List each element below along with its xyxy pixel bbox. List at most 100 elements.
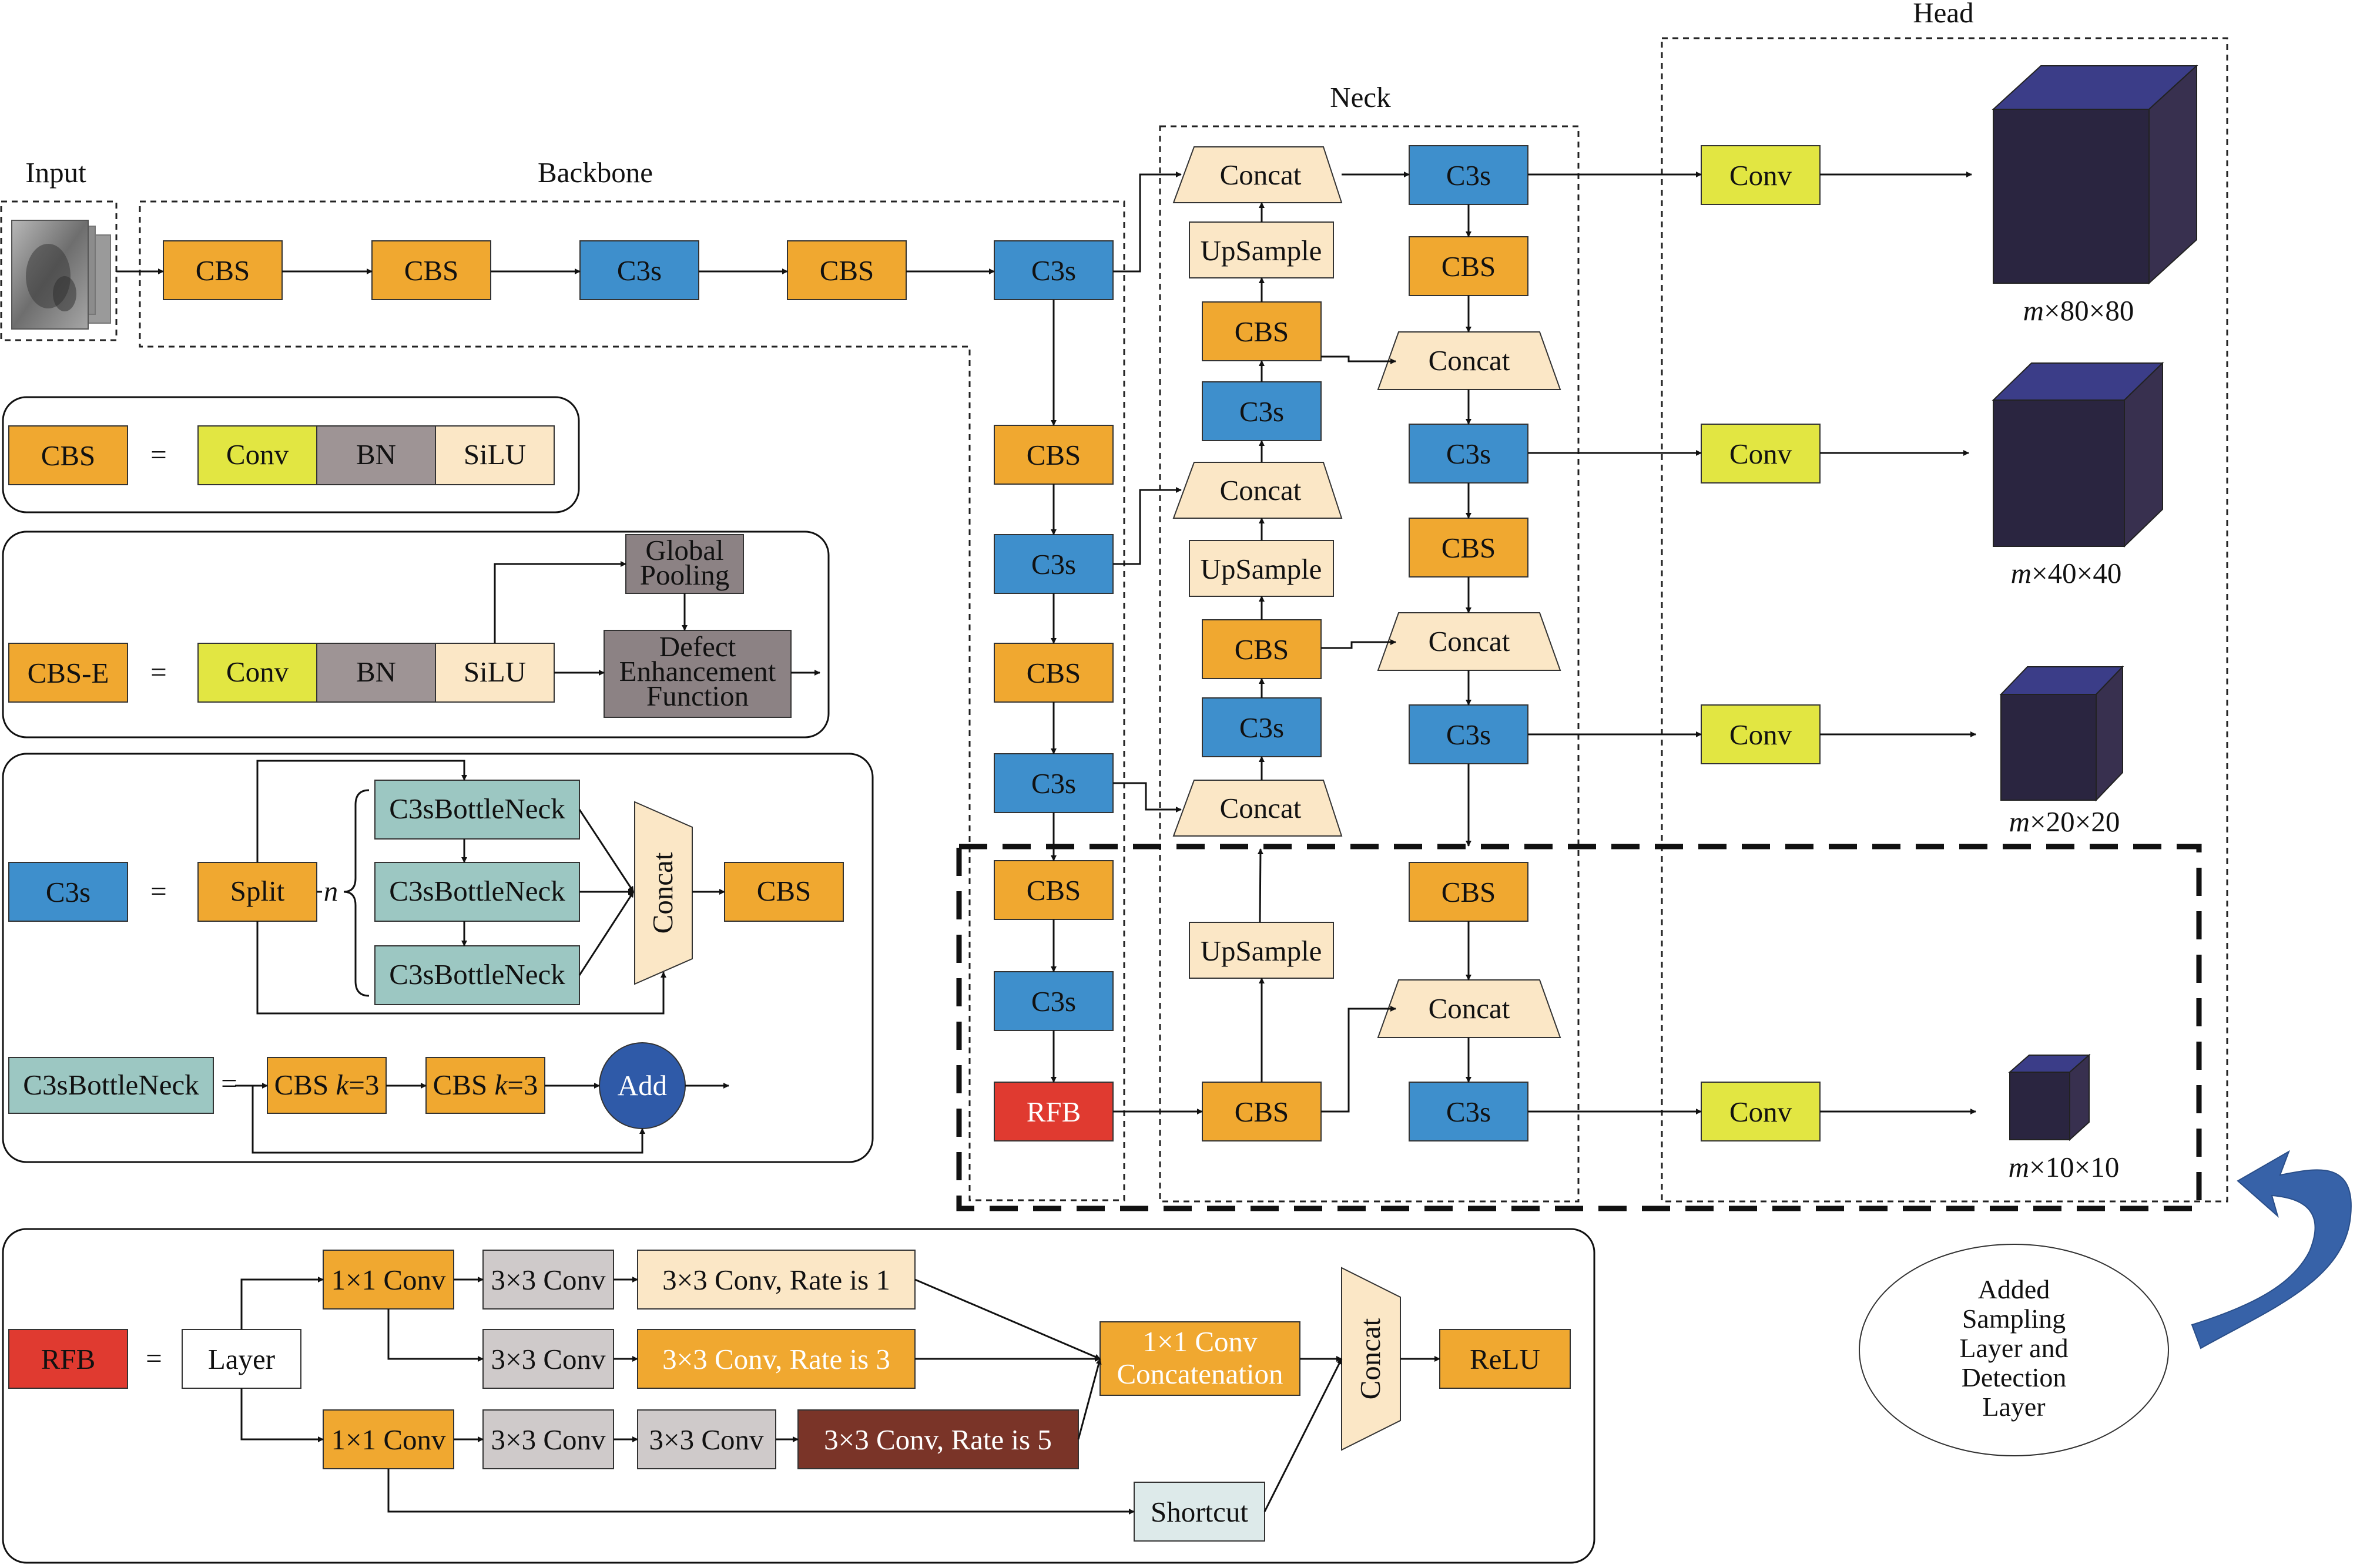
neck-cbs-l2: [1202, 619, 1322, 679]
legend-rfb-concat-label: Concat: [1354, 1318, 1386, 1399]
output-dim-10-value: ×10×10: [2029, 1151, 2119, 1183]
legend-cbs-eq: =: [150, 438, 167, 471]
legend-rfb-layer-label: Layer: [208, 1343, 275, 1375]
legend-bottleneck-cbs-1-k: k: [336, 1069, 349, 1101]
neck-c3s-r1-label: C3s: [1446, 159, 1491, 192]
added-layer-note-line-5: Layer: [1982, 1392, 2045, 1422]
neck-cbs-l1: [1202, 301, 1322, 361]
added-layer-note-line-4: Detection: [1962, 1362, 2067, 1392]
added-layer-note-line-2: Sampling: [1962, 1304, 2066, 1334]
neck-concat-3-label: Concat: [1220, 792, 1302, 824]
neck-concat-r2-label: Concat: [1429, 625, 1510, 657]
backbone-c3s-2-label: C3s: [1031, 254, 1076, 287]
legend-rfb-concat1x1-label-2: Concatenation: [1117, 1358, 1283, 1390]
output-dim-20-m: m: [2009, 805, 2030, 838]
input-title: Input: [25, 156, 86, 189]
legend-rfb-conv3x3-d-label: 3×3 Conv: [649, 1423, 764, 1456]
legend-bottleneck-cbs-2-text: CBS: [433, 1069, 495, 1101]
neck-upsample-1-label: UpSample: [1201, 234, 1322, 267]
legend-bottleneck-cbs-1-label: CBS k=3: [274, 1069, 380, 1101]
legend-cbse-panel: [2, 530, 830, 738]
legend-rfb-rate1-label: 3×3 Conv, Rate is 1: [662, 1264, 890, 1296]
neck-concat-2-label: Concat: [1220, 474, 1302, 506]
legend-rfb-name: RFB: [41, 1343, 96, 1375]
legend-c3s-bottleneck-2: [374, 862, 580, 922]
legend-bottleneck-cbs-2-k: k: [494, 1069, 508, 1101]
legend-rfb-relu-label: ReLU: [1470, 1343, 1540, 1375]
legend-cbs-box: [8, 425, 128, 485]
legend-cbse-conv: [197, 643, 317, 703]
neck-cbs-r2-label: CBS: [1442, 532, 1496, 564]
backbone-c3s-4-label: C3s: [1031, 767, 1076, 800]
legend-rfb-conv3x3-c-label: 3×3 Conv: [491, 1423, 606, 1456]
added-layer-region: [956, 844, 2202, 1211]
backbone-cbs-2-label: CBS: [404, 254, 459, 287]
added-layer-note-line-3: Layer and: [1959, 1333, 2068, 1363]
legend-cbse-defect-label-1: Defect: [659, 630, 736, 663]
neck-cbs-r3: [1409, 862, 1528, 922]
head-conv-4: [1701, 1082, 1821, 1141]
legend-c3s-eq: =: [150, 875, 167, 907]
legend-cbse-conv-label: Conv: [226, 656, 289, 688]
legend-rfb-box: [8, 1329, 128, 1389]
legend-rfb-conv3x3-d: [637, 1409, 776, 1469]
legend-c3s-bottleneck-2-label: C3sBottleNeck: [389, 875, 565, 907]
legend-c3s-bottleneck-3: [374, 945, 580, 1005]
neck-cbs-r1-label: CBS: [1442, 250, 1496, 283]
neck-upsample-3-label: UpSample: [1201, 935, 1322, 967]
neck-cbs-l1-label: CBS: [1235, 315, 1289, 348]
output-cube-80: [1992, 64, 2198, 285]
output-dim-80-value: ×80×80: [2044, 294, 2134, 327]
legend-cbs-silu-label: SiLU: [464, 438, 526, 471]
backbone-c3s-1-label: C3s: [617, 254, 662, 287]
legend-cbs-bn-label: BN: [356, 438, 396, 471]
legend-cbse-pool-label-1: Global: [645, 534, 723, 566]
legend-cbse-defect-label-2: Enhancement: [619, 655, 776, 687]
legend-rfb-conv3x3-a-label: 3×3 Conv: [491, 1264, 606, 1296]
backbone-cbs-3: [787, 240, 907, 300]
legend-rfb-rate3: [637, 1329, 916, 1389]
output-dim-40-value: ×40×40: [2032, 557, 2121, 589]
input-image-stack: [11, 220, 111, 330]
backbone-cbs-5-label: CBS: [1027, 657, 1081, 689]
backbone-rfb: [994, 1082, 1114, 1141]
legend-rfb-conv1x1-top: [323, 1250, 454, 1310]
legend-c3s-bottleneck-3-label: C3sBottleNeck: [389, 958, 565, 991]
neck-c3s-r4-label: C3s: [1446, 1096, 1491, 1128]
added-layer-note: [1859, 1244, 2169, 1456]
legend-cbse-box: [8, 643, 128, 703]
legend-c3s-cbs: [724, 862, 844, 922]
legend-cbse-global-pooling: [625, 534, 744, 594]
legend-c3s-concat: [634, 801, 693, 985]
legend-c3s-split-label: Split: [230, 875, 285, 907]
legend-rfb-rate5-label: 3×3 Conv, Rate is 5: [824, 1423, 1052, 1456]
neck-c3s-r3-label: C3s: [1446, 718, 1491, 751]
legend-cbs-silu: [435, 425, 555, 485]
legend-cbs-name: CBS: [41, 439, 96, 472]
backbone-rfb-label: RFB: [1027, 1096, 1081, 1128]
legend-bottleneck-connectors: [235, 1083, 729, 1154]
legend-bottleneck-cbs-1: [267, 1057, 387, 1114]
legend-c3s-bottleneck-1-label: C3sBottleNeck: [389, 793, 565, 825]
neck-c3s-r1: [1409, 145, 1528, 205]
neck-concat-r1-label: Concat: [1429, 344, 1510, 377]
backbone-region: [139, 200, 1125, 1201]
legend-bottleneck-eq: =: [221, 1067, 237, 1099]
output-cube-40: [1992, 361, 2164, 548]
neck-concat-1: [1172, 146, 1343, 203]
backbone-c3s-3: [994, 534, 1114, 594]
legend-cbse-pool-label-2: Pooling: [640, 559, 729, 591]
legend-cbse-defect-enhancement: [604, 630, 792, 718]
legend-bottleneck-cbs-2: [425, 1057, 545, 1114]
neck-upsample-2-label: UpSample: [1201, 553, 1322, 585]
neck-c3s-r4: [1409, 1082, 1528, 1141]
legend-cbse-silu-label: SiLU: [464, 656, 526, 688]
neck-concat-2: [1172, 462, 1343, 519]
backbone-c3s-3-label: C3s: [1031, 548, 1076, 580]
head-conv-2: [1701, 424, 1821, 484]
legend-rfb-concat1x1-label-1: 1×1 Conv: [1142, 1325, 1258, 1358]
legend-rfb-panel: [2, 1228, 1595, 1564]
legend-c3s-box: [8, 862, 128, 922]
legend-c3s-n: n: [324, 875, 338, 907]
